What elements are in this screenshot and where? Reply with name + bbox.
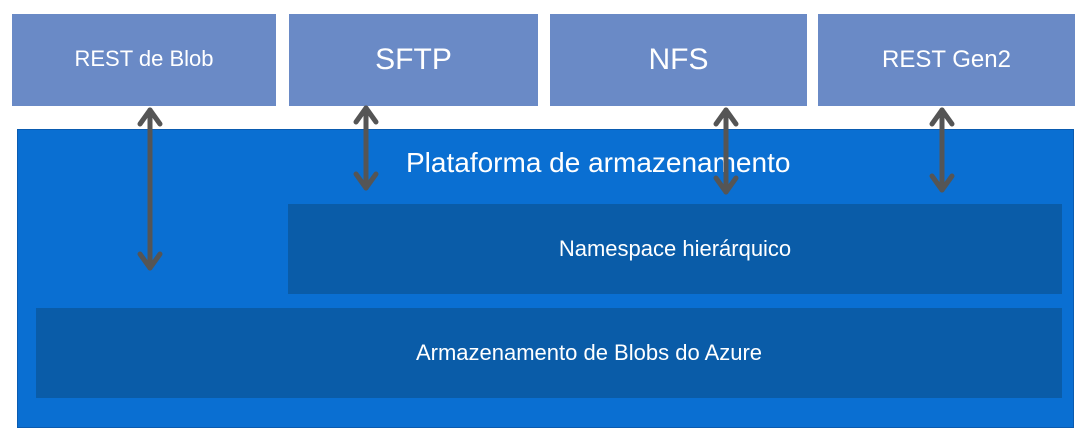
- blob-storage-layer: Armazenamento de Blobs do Azure: [36, 308, 1062, 398]
- protocol-label-rest-gen2: REST Gen2: [882, 46, 1011, 73]
- hierarchical-namespace-layer: Namespace hierárquico: [288, 204, 1062, 294]
- namespace-label: Namespace hierárquico: [558, 236, 792, 261]
- protocol-box-nfs: NFS: [550, 14, 807, 106]
- platform-title: Plataforma de armazenamento: [406, 147, 791, 178]
- protocol-box-rest-blob: REST de Blob: [12, 14, 276, 106]
- blob-storage-label: Armazenamento de Blobs do Azure: [415, 340, 763, 365]
- protocol-label-sftp: SFTP: [375, 43, 452, 76]
- protocol-label-nfs: NFS: [648, 43, 709, 76]
- protocol-box-sftp: SFTP: [289, 14, 538, 106]
- protocol-label-rest-blob: REST de Blob: [74, 46, 214, 71]
- protocol-box-rest-gen2: REST Gen2: [818, 14, 1075, 106]
